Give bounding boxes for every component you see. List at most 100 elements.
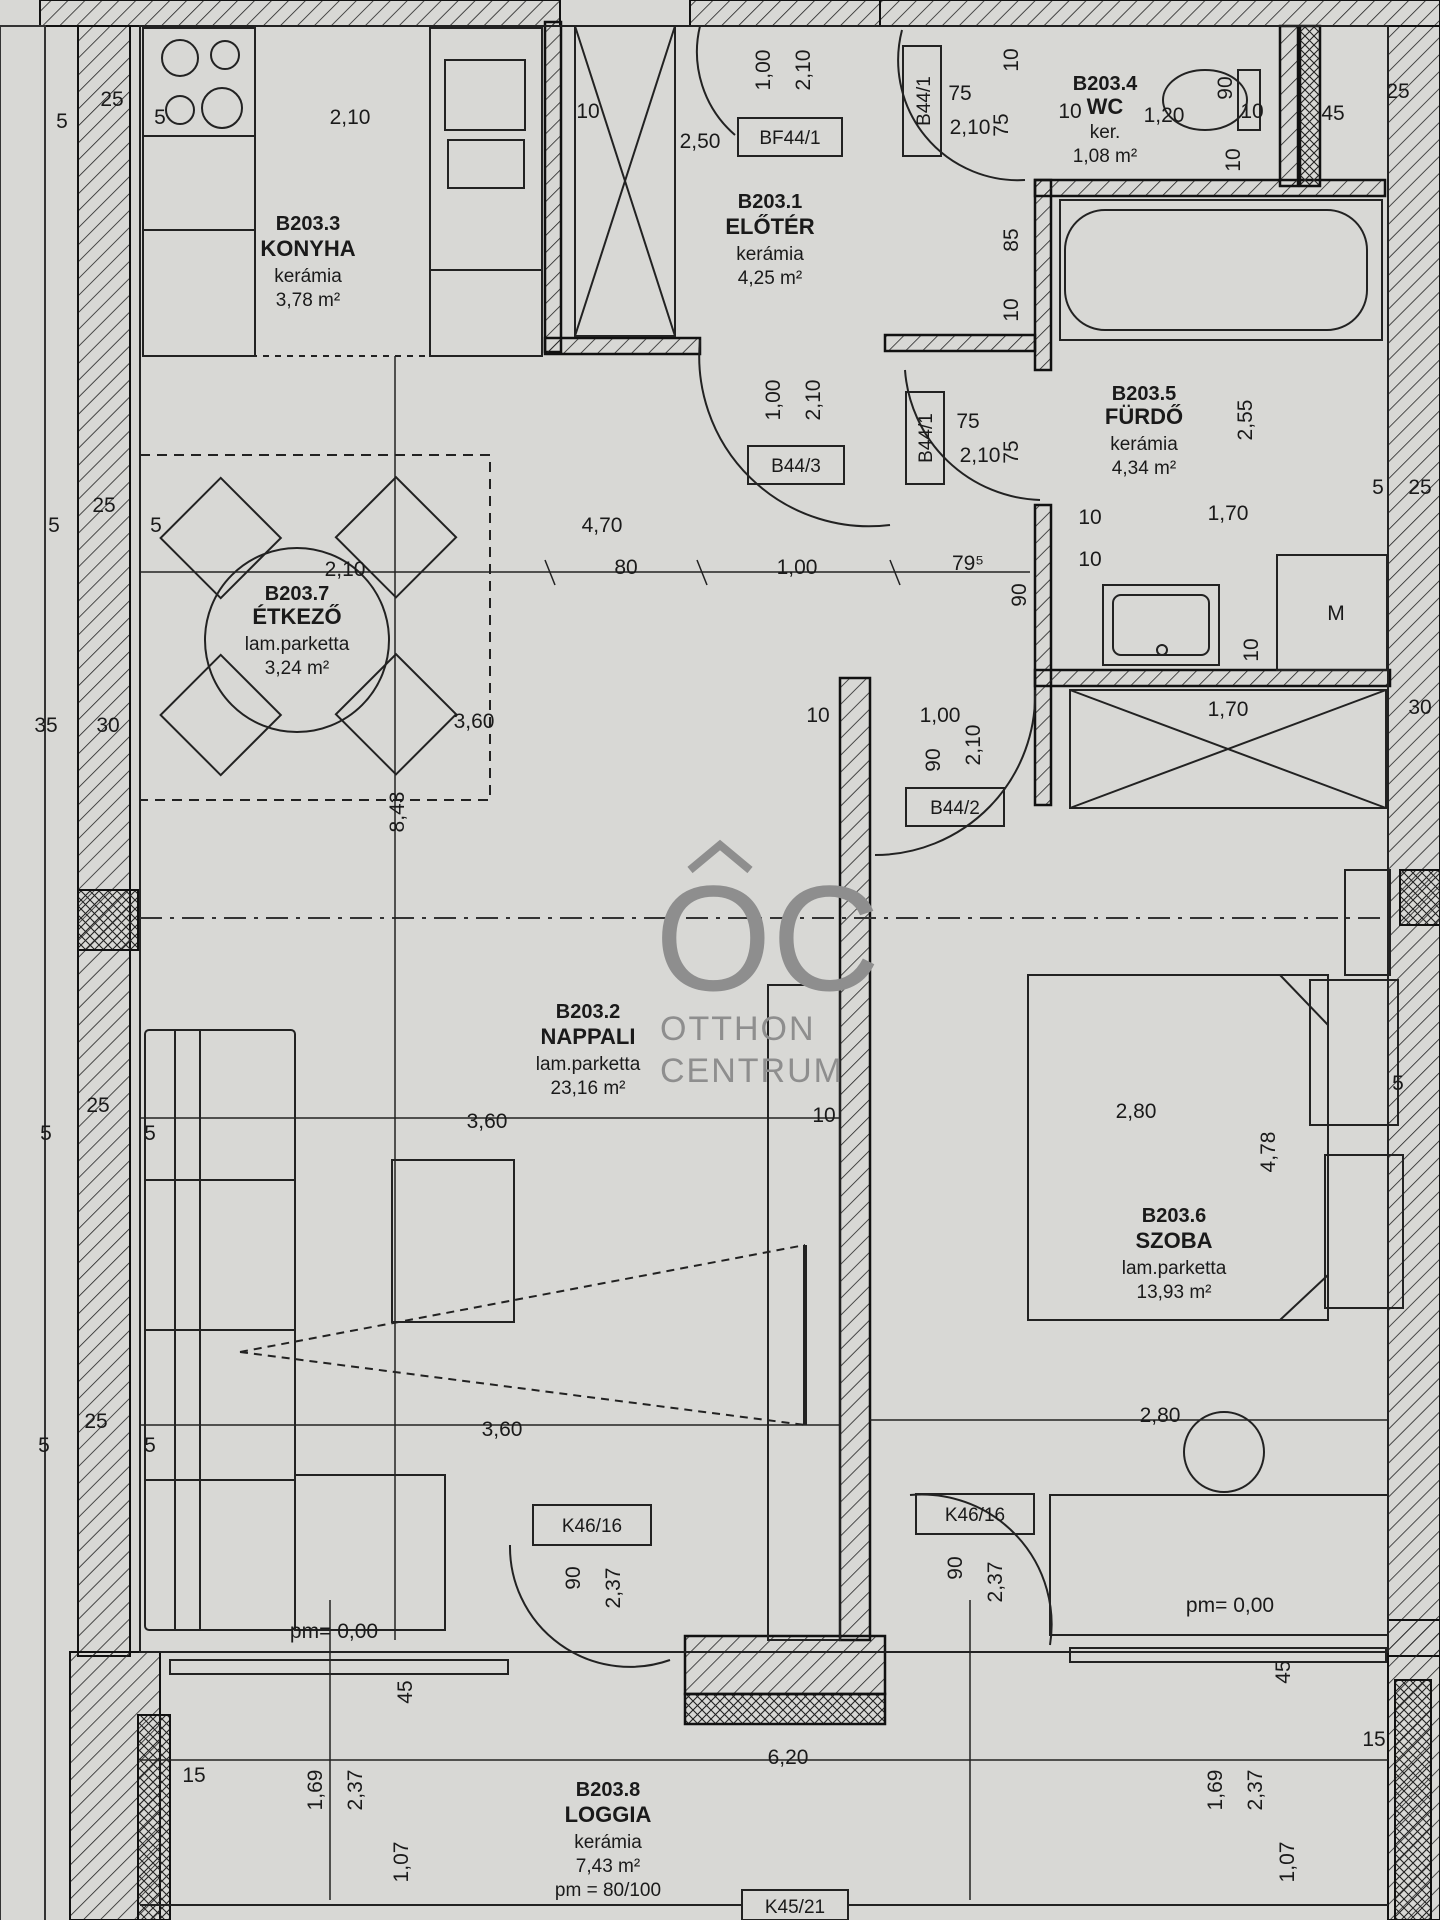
room-material: kerámia <box>736 244 804 265</box>
dim-b442-width: 1,00 <box>920 704 961 727</box>
dim-bedroom-2-80-b: 2,80 <box>1140 1404 1181 1427</box>
door-tags <box>532 45 1035 1546</box>
dim-k1-2-37: 2,37 <box>602 1568 625 1609</box>
dim-living-3-60-a: 3,60 <box>467 1110 508 1133</box>
dim-35: 35 <box>34 714 57 737</box>
dim-10: 10 <box>806 704 829 727</box>
door-tag-b441-mid: B44/1 <box>916 413 937 463</box>
dim-5: 5 <box>144 1122 156 1145</box>
dim-25: 25 <box>1408 476 1431 499</box>
dim-6-20: 6,20 <box>768 1746 809 1769</box>
room-material: kerámia <box>274 266 342 287</box>
door-swings <box>508 25 1053 1668</box>
dim-10: 10 <box>1078 548 1101 571</box>
room-area: 23,16 m² <box>551 1078 626 1099</box>
door-tag-bf441: BF44/1 <box>759 128 820 149</box>
room-area: 13,93 m² <box>1137 1282 1212 1303</box>
dim-bath-door-75: 75 <box>956 410 979 433</box>
dim-30: 30 <box>1408 696 1431 719</box>
dim-10: 10 <box>1058 100 1081 123</box>
bath-fixtures <box>1059 69 1388 671</box>
dim-1-69-left: 1,69 <box>304 1770 327 1811</box>
bath-fixture-m-label: M <box>1327 602 1345 625</box>
pm-level-right: pm= 0,00 <box>1186 1594 1274 1617</box>
room-material: kerámia <box>574 1832 642 1853</box>
room-name: WC <box>1087 94 1124 119</box>
room-nappali: B203.2 NAPPALI lam.parketta 23,16 m² <box>536 1001 641 1099</box>
room-szoba: B203.6 SZOBA lam.parketta 13,93 m² <box>1122 1205 1227 1303</box>
dim-10: 10 <box>812 1104 835 1127</box>
room-konyha: B203.3 KONYHA kerámia 3,78 m² <box>260 213 355 311</box>
room-id: B203.8 <box>576 1779 641 1801</box>
dining-furniture <box>139 454 491 801</box>
room-material: lam.parketta <box>536 1054 641 1075</box>
room-id: B203.6 <box>1142 1205 1207 1227</box>
dim-b442-2-10: 2,10 <box>962 725 985 766</box>
dimension-lines <box>140 356 1388 1900</box>
room-name: FÜRDŐ <box>1105 404 1183 429</box>
dim-b443-height: 2,10 <box>802 380 825 421</box>
room-outlines <box>139 25 1389 1653</box>
dim-1-20: 1,20 <box>1144 104 1185 127</box>
dim-85: 85 <box>1000 228 1023 251</box>
room-area: 4,25 m² <box>738 268 802 289</box>
dim-k2-90: 90 <box>944 1556 967 1579</box>
dim-2-37-right: 2,37 <box>1244 1770 1267 1811</box>
room-name: SZOBA <box>1136 1228 1213 1253</box>
dim-1-70-low: 1,70 <box>1208 698 1249 721</box>
room-name: ELŐTÉR <box>725 214 814 239</box>
room-etkezo: B203.7 ÉTKEZŐ lam.parketta 3,24 m² <box>245 583 350 679</box>
room-area: 7,43 m² <box>576 1856 640 1877</box>
room-area: 1,08 m² <box>1073 146 1137 167</box>
dim-1-07-right: 1,07 <box>1276 1842 1299 1883</box>
dim-wc-door-75: 75 <box>948 82 971 105</box>
door-tag-k4616-right: K46/16 <box>945 1505 1005 1526</box>
room-level: pm = 80/100 <box>555 1880 661 1901</box>
dim-4-70: 4,70 <box>582 514 623 537</box>
dim-10: 10 <box>576 100 599 123</box>
dim-k2-2-37: 2,37 <box>984 1562 1007 1603</box>
room-material: lam.parketta <box>245 634 350 655</box>
room-area: 3,24 m² <box>265 658 329 679</box>
dim-5: 5 <box>40 1122 52 1145</box>
watermark-line2: CENTRUM <box>660 1052 844 1090</box>
pm-level-left: pm= 0,00 <box>290 1620 378 1643</box>
dim-2-55: 2,55 <box>1234 400 1257 441</box>
dim-10: 10 <box>1000 298 1023 321</box>
room-id: B203.3 <box>276 213 341 235</box>
dim-bath-90: 90 <box>1008 583 1031 606</box>
dim-5: 5 <box>150 514 162 537</box>
room-id: B203.2 <box>556 1001 621 1023</box>
room-id: B203.4 <box>1073 73 1138 95</box>
dim-wc-90: 90 <box>1214 76 1237 99</box>
room-name: KONYHA <box>260 236 355 261</box>
dim-25: 25 <box>100 88 123 111</box>
loggia-elements <box>140 1647 1388 1920</box>
dim-10: 10 <box>1000 48 1023 71</box>
living-furniture <box>144 984 841 1641</box>
door-tag-k4521: K45/21 <box>765 1897 825 1918</box>
dim-wc-door-2-10: 2,10 <box>950 116 991 139</box>
room-area: 3,78 m² <box>276 290 340 311</box>
room-name: NAPPALI <box>541 1024 636 1049</box>
dim-door-height-top: 2,10 <box>792 50 815 91</box>
dim-5: 5 <box>1372 476 1384 499</box>
dim-8-43: 8,43 <box>386 792 409 833</box>
dim-1-07-left: 1,07 <box>390 1842 413 1883</box>
dim-5: 5 <box>144 1434 156 1457</box>
otthon-centrum-watermark: OC OTTHON CENTRUM <box>655 839 880 1090</box>
room-wc: B203.4 WC ker. 1,08 m² <box>1073 73 1138 167</box>
dim-45-left: 45 <box>394 1680 417 1703</box>
room-furdo: B203.5 FÜRDŐ kerámia 4,34 m² <box>1105 383 1183 479</box>
dim-5: 5 <box>48 514 60 537</box>
dim-25: 25 <box>86 1094 109 1117</box>
dim-b443-width: 1,00 <box>762 380 785 421</box>
dim-25: 25 <box>92 494 115 517</box>
dim-2-50: 2,50 <box>680 130 721 153</box>
room-area: 4,34 m² <box>1112 458 1176 479</box>
room-id: B203.1 <box>738 191 803 213</box>
dim-25: 25 <box>84 1410 107 1433</box>
dim-10: 10 <box>1078 506 1101 529</box>
dim-5: 5 <box>154 106 166 129</box>
room-name: LOGGIA <box>565 1802 652 1827</box>
